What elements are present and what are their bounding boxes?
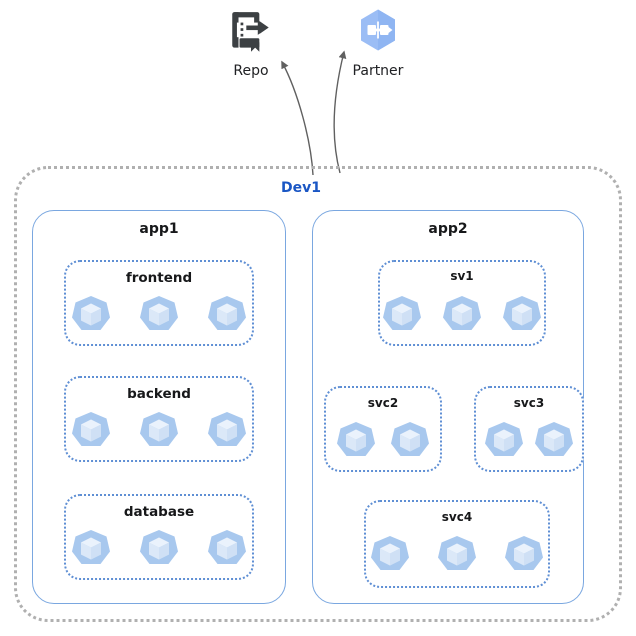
environment-label: Dev1 (281, 180, 321, 196)
pod-icon[interactable] (205, 293, 249, 337)
service-label: svc4 (441, 510, 473, 524)
service-label: svc3 (513, 396, 545, 410)
pod-icon[interactable] (137, 293, 181, 337)
pod-icon[interactable] (137, 409, 181, 453)
service-label: frontend (125, 270, 193, 286)
pod-icon[interactable] (500, 293, 544, 337)
pod-icon[interactable] (380, 293, 424, 337)
service-label: database (123, 504, 195, 520)
pod-icon[interactable] (334, 419, 378, 463)
pod-icon[interactable] (69, 409, 113, 453)
external-node-label: Repo (233, 63, 269, 79)
pod-icon[interactable] (502, 533, 546, 577)
pod-icon[interactable] (440, 293, 484, 337)
pod-icon[interactable] (205, 527, 249, 571)
pod-icon[interactable] (69, 293, 113, 337)
app-label: app2 (428, 221, 468, 237)
repo-icon (226, 8, 276, 58)
external-node-label: Partner (352, 63, 404, 79)
environment-box-dev1[interactable] (14, 166, 622, 622)
pod-icon[interactable] (482, 419, 526, 463)
pod-icon[interactable] (137, 527, 181, 571)
service-label: svc2 (367, 396, 399, 410)
pod-icon[interactable] (368, 533, 412, 577)
pod-icon[interactable] (435, 533, 479, 577)
service-label: sv1 (450, 269, 474, 283)
app-label: app1 (139, 221, 179, 237)
pod-icon[interactable] (388, 419, 432, 463)
pod-icon[interactable] (69, 527, 113, 571)
partner-hexagon-icon (354, 6, 402, 54)
pod-icon[interactable] (532, 419, 576, 463)
pod-icon[interactable] (205, 409, 249, 453)
service-label: backend (127, 386, 191, 402)
